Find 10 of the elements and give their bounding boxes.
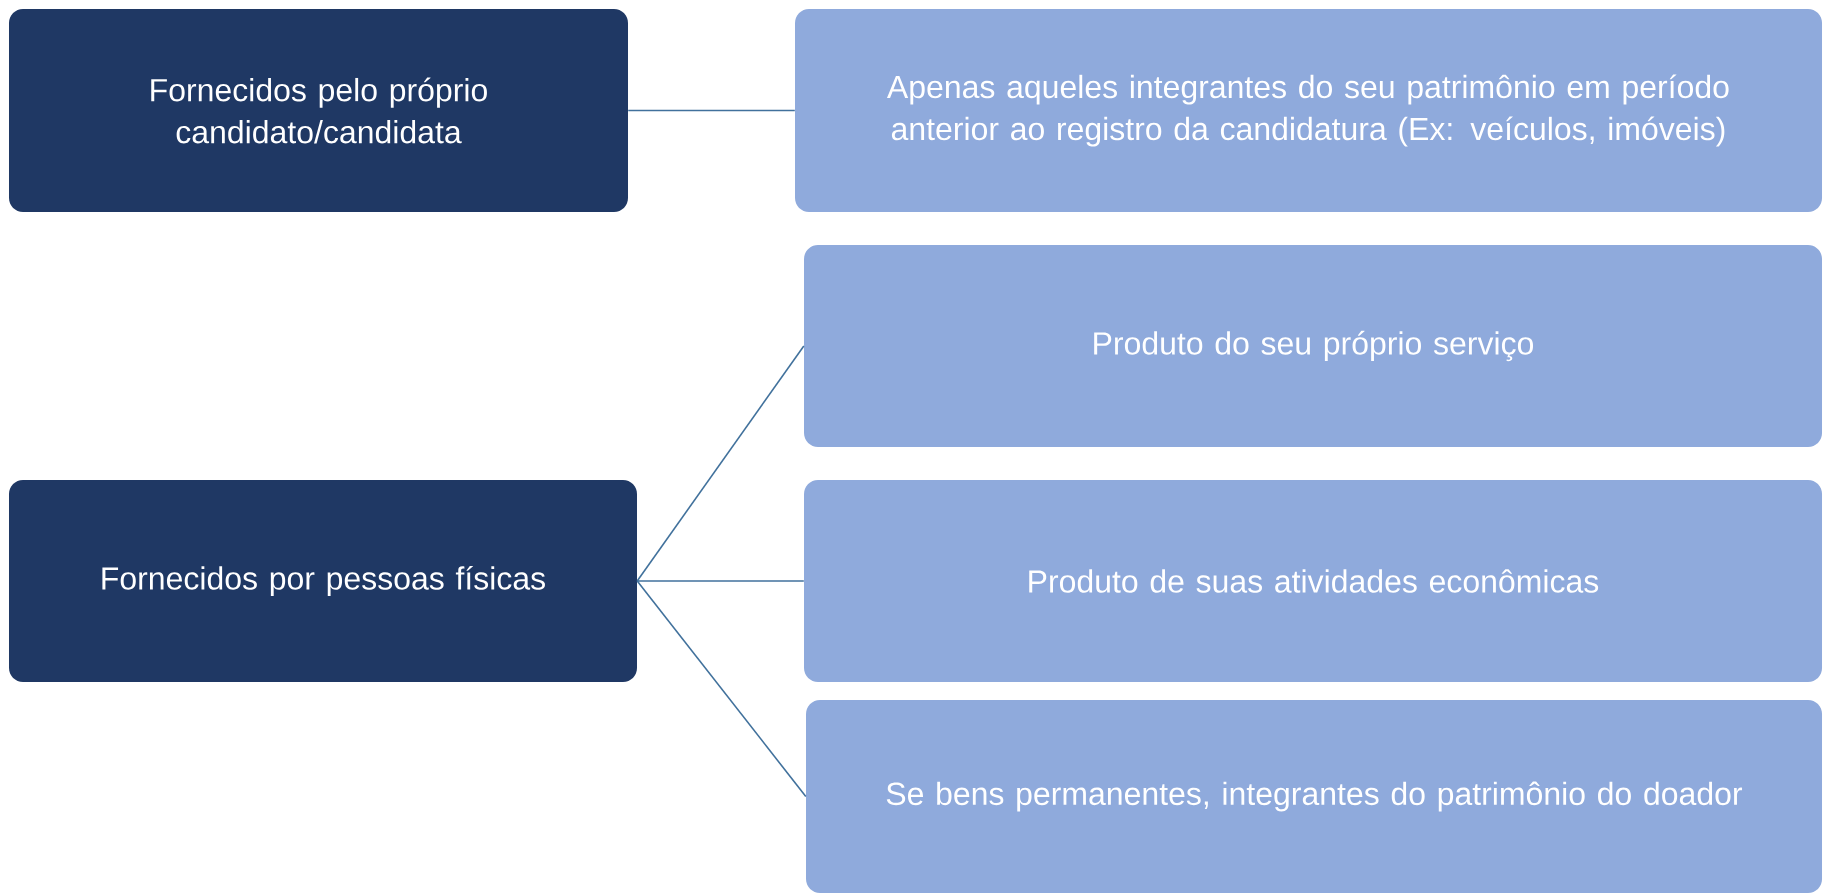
connector-line (636, 345, 805, 582)
category-box: Fornecidos por pessoas físicas (9, 480, 637, 682)
description-box: Se bens permanentes, integrantes do patrimônio do doador (806, 700, 1822, 893)
description-box: Produto de suas atividades econômicas (804, 480, 1822, 682)
connector-line (636, 580, 805, 582)
category-box: Fornecidos pelo próprio candidato/candidata (9, 9, 628, 212)
connector-line (636, 580, 807, 798)
description-box: Produto do seu próprio serviço (804, 245, 1822, 447)
description-box: Apenas aqueles integrantes do seu patrimônio em período anterior ao registro da candidatura (Ex: veículos, imóveis) (795, 9, 1822, 212)
connector-line (627, 109, 796, 112)
